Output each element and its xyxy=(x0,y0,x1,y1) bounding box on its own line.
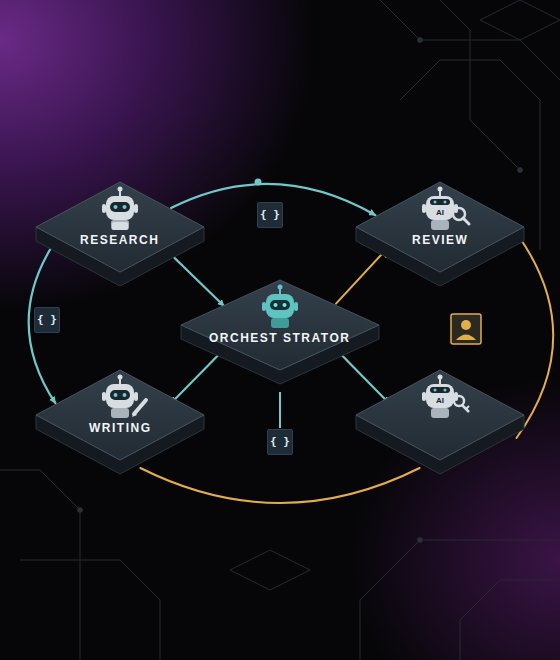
tile-shape xyxy=(35,172,205,292)
person-icon xyxy=(451,314,481,344)
tile-label: RESEARCH xyxy=(77,232,162,248)
agent-tile: RESEARCH xyxy=(35,172,205,292)
robot-face-text: AI xyxy=(436,396,444,405)
agent-tile: AI xyxy=(355,360,525,480)
flow-connector xyxy=(168,251,224,306)
flow-connector xyxy=(336,349,389,403)
flow-connector xyxy=(517,238,554,438)
tile-label: WRITING xyxy=(86,420,155,436)
tile-label: REVIEW xyxy=(409,232,471,248)
agent-tile: ORCHEST STRATOR xyxy=(180,270,380,390)
agent-tile: WRITING xyxy=(35,360,205,480)
tile-shape xyxy=(35,360,205,480)
tile-shape xyxy=(355,172,525,292)
tile-shape xyxy=(180,270,380,390)
robot-face-text: AI xyxy=(436,208,444,217)
data-badge: { } xyxy=(34,307,60,333)
flow-connector xyxy=(140,468,419,503)
flow-connector xyxy=(171,349,224,403)
data-line xyxy=(279,392,281,428)
agent-tile: AI REVIEW xyxy=(355,172,525,292)
data-badge: { } xyxy=(267,429,293,455)
tile-label: ORCHEST STRATOR xyxy=(206,330,353,346)
tile-shape xyxy=(355,360,525,480)
data-badge: { } xyxy=(257,202,283,228)
